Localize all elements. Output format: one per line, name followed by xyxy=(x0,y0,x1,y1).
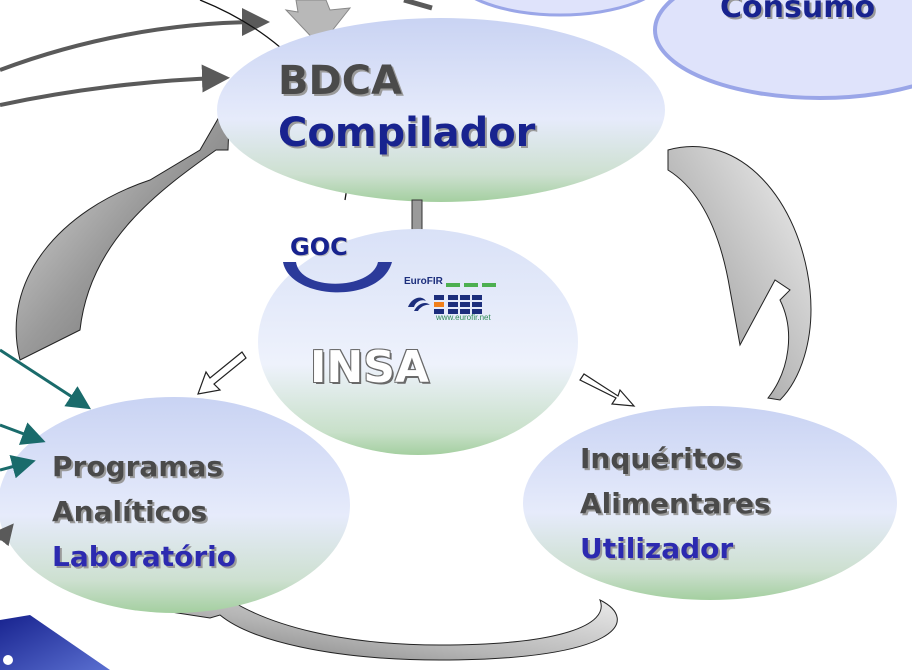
bottom-curved-arrow xyxy=(157,589,618,661)
teal-arrow-1 xyxy=(0,348,92,410)
right-curved-arrow xyxy=(667,146,812,401)
gray-arrow-1 xyxy=(0,8,270,72)
goc-label: GOC xyxy=(290,233,348,261)
goc-arc xyxy=(283,262,392,293)
insa-to-inqueritos-arrow xyxy=(579,373,636,407)
eurofir-logo: EuroFIR www.eurofir.net xyxy=(400,273,512,325)
inqueritos-ellipse xyxy=(523,406,897,600)
teal-arrow-3 xyxy=(0,455,36,479)
teal-arrow-2 xyxy=(0,422,46,445)
corner-dot xyxy=(3,655,13,665)
inqueritos-line1: Inquéritos xyxy=(580,442,743,475)
gray-arrow-4 xyxy=(0,523,14,547)
eurofir-grid-icon xyxy=(408,283,496,314)
bdca-ellipse xyxy=(217,18,665,202)
inqueritos-role: Utilizador xyxy=(580,532,734,565)
programas-line1: Programas xyxy=(52,450,224,483)
inqueritos-line2: Alimentares xyxy=(580,487,771,520)
gray-arrow-2 xyxy=(0,64,230,107)
left-curved-arrow xyxy=(15,97,231,361)
top-ellipse-fragment xyxy=(474,0,646,17)
eurofir-logo-url: www.eurofir.net xyxy=(436,313,491,322)
bdca-title: BDCA xyxy=(278,58,403,104)
gray-arrow-3 xyxy=(403,0,433,11)
top-gray-arrow xyxy=(284,0,352,47)
insa-to-programas-arrow xyxy=(197,351,247,395)
insa-label: INSA xyxy=(310,342,429,393)
bdca-role: Compilador xyxy=(278,110,536,156)
programas-role: Laboratório xyxy=(52,540,236,573)
eurofir-logo-name: EuroFIR xyxy=(404,276,443,287)
corner-banner xyxy=(0,615,110,670)
programas-line2: Analíticos xyxy=(52,495,208,528)
consumo-label: Consumo xyxy=(720,0,876,25)
programas-ellipse xyxy=(0,397,350,613)
consumo-ellipse xyxy=(653,0,912,100)
connector-bar xyxy=(411,199,423,235)
